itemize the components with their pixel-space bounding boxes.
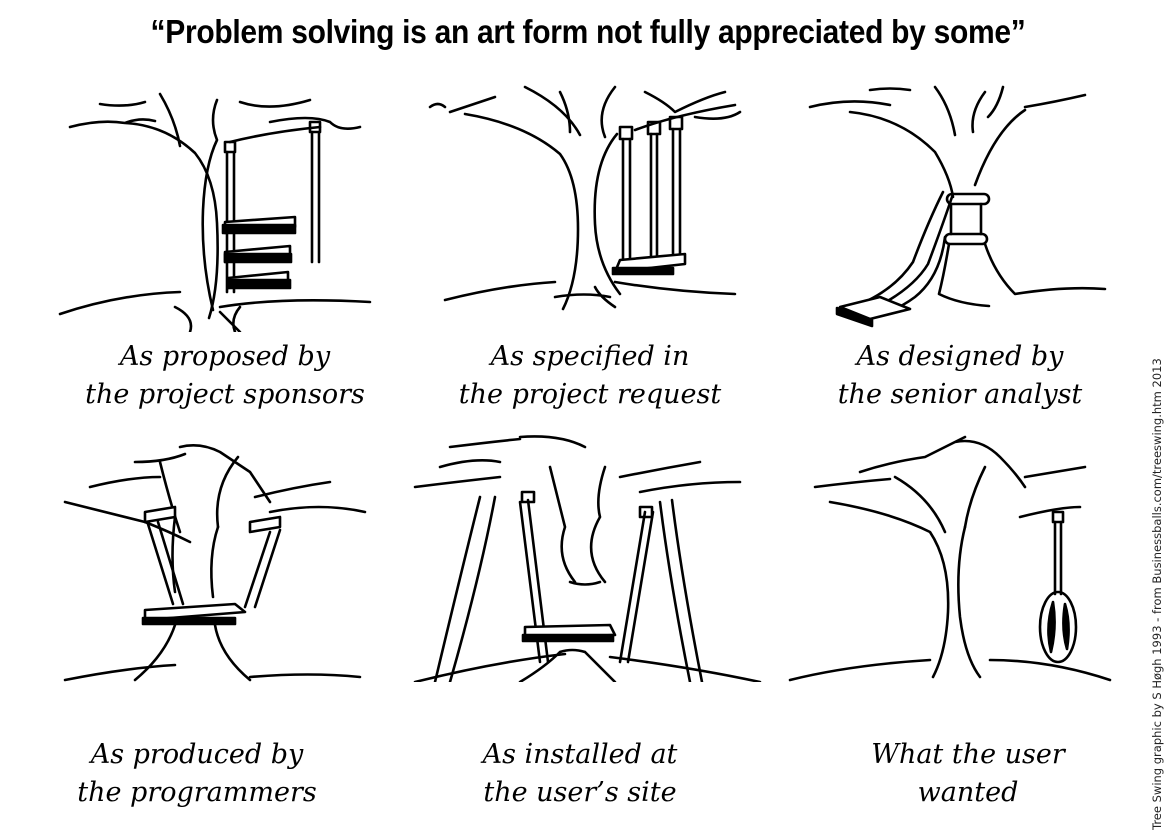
caption-proposed: As proposed by the project sponsors — [40, 338, 410, 414]
caption-line: the senior analyst — [837, 379, 1083, 410]
caption-line: As specified in — [490, 341, 690, 372]
caption-line: the user’s site — [483, 777, 677, 808]
caption-line: the project sponsors — [85, 379, 365, 410]
three-rope-swing-illustration — [428, 85, 742, 311]
panel-installed — [410, 432, 780, 682]
tire-swing-illustration — [788, 435, 1112, 682]
trunk-cut-with-propped-swing-illustration — [413, 435, 762, 682]
caption-line: What the user — [871, 739, 1065, 770]
caption-line: As designed by — [856, 341, 1064, 372]
caption-line: As produced by — [90, 739, 304, 770]
swing-tied-around-trunk-illustration — [808, 85, 1107, 328]
three-tier-swing-illustration — [58, 92, 372, 332]
page-title: “Problem solving is an art form not full… — [150, 14, 1026, 51]
panel-designed — [775, 82, 1145, 332]
caption-line: wanted — [917, 777, 1019, 808]
caption-specified: As specified in the project request — [405, 338, 775, 414]
caption-installed: As installed at the user’s site — [395, 736, 765, 812]
caption-wanted: What the user wanted — [783, 736, 1153, 812]
caption-line: the project request — [458, 379, 722, 410]
caption-designed: As designed by the senior analyst — [775, 338, 1145, 414]
swing-through-trunk-illustration — [63, 444, 367, 682]
caption-line: the programmers — [77, 777, 317, 808]
caption-produced: As produced by the programmers — [12, 736, 382, 812]
panel-proposed — [40, 82, 410, 332]
panel-wanted — [785, 432, 1155, 682]
caption-line: As installed at — [482, 739, 678, 770]
caption-line: As proposed by — [119, 341, 331, 372]
attribution-credit: Tree Swing graphic by S Høgh 1993 - from… — [1150, 358, 1164, 830]
panel-specified — [405, 82, 775, 332]
panel-produced — [40, 432, 410, 682]
